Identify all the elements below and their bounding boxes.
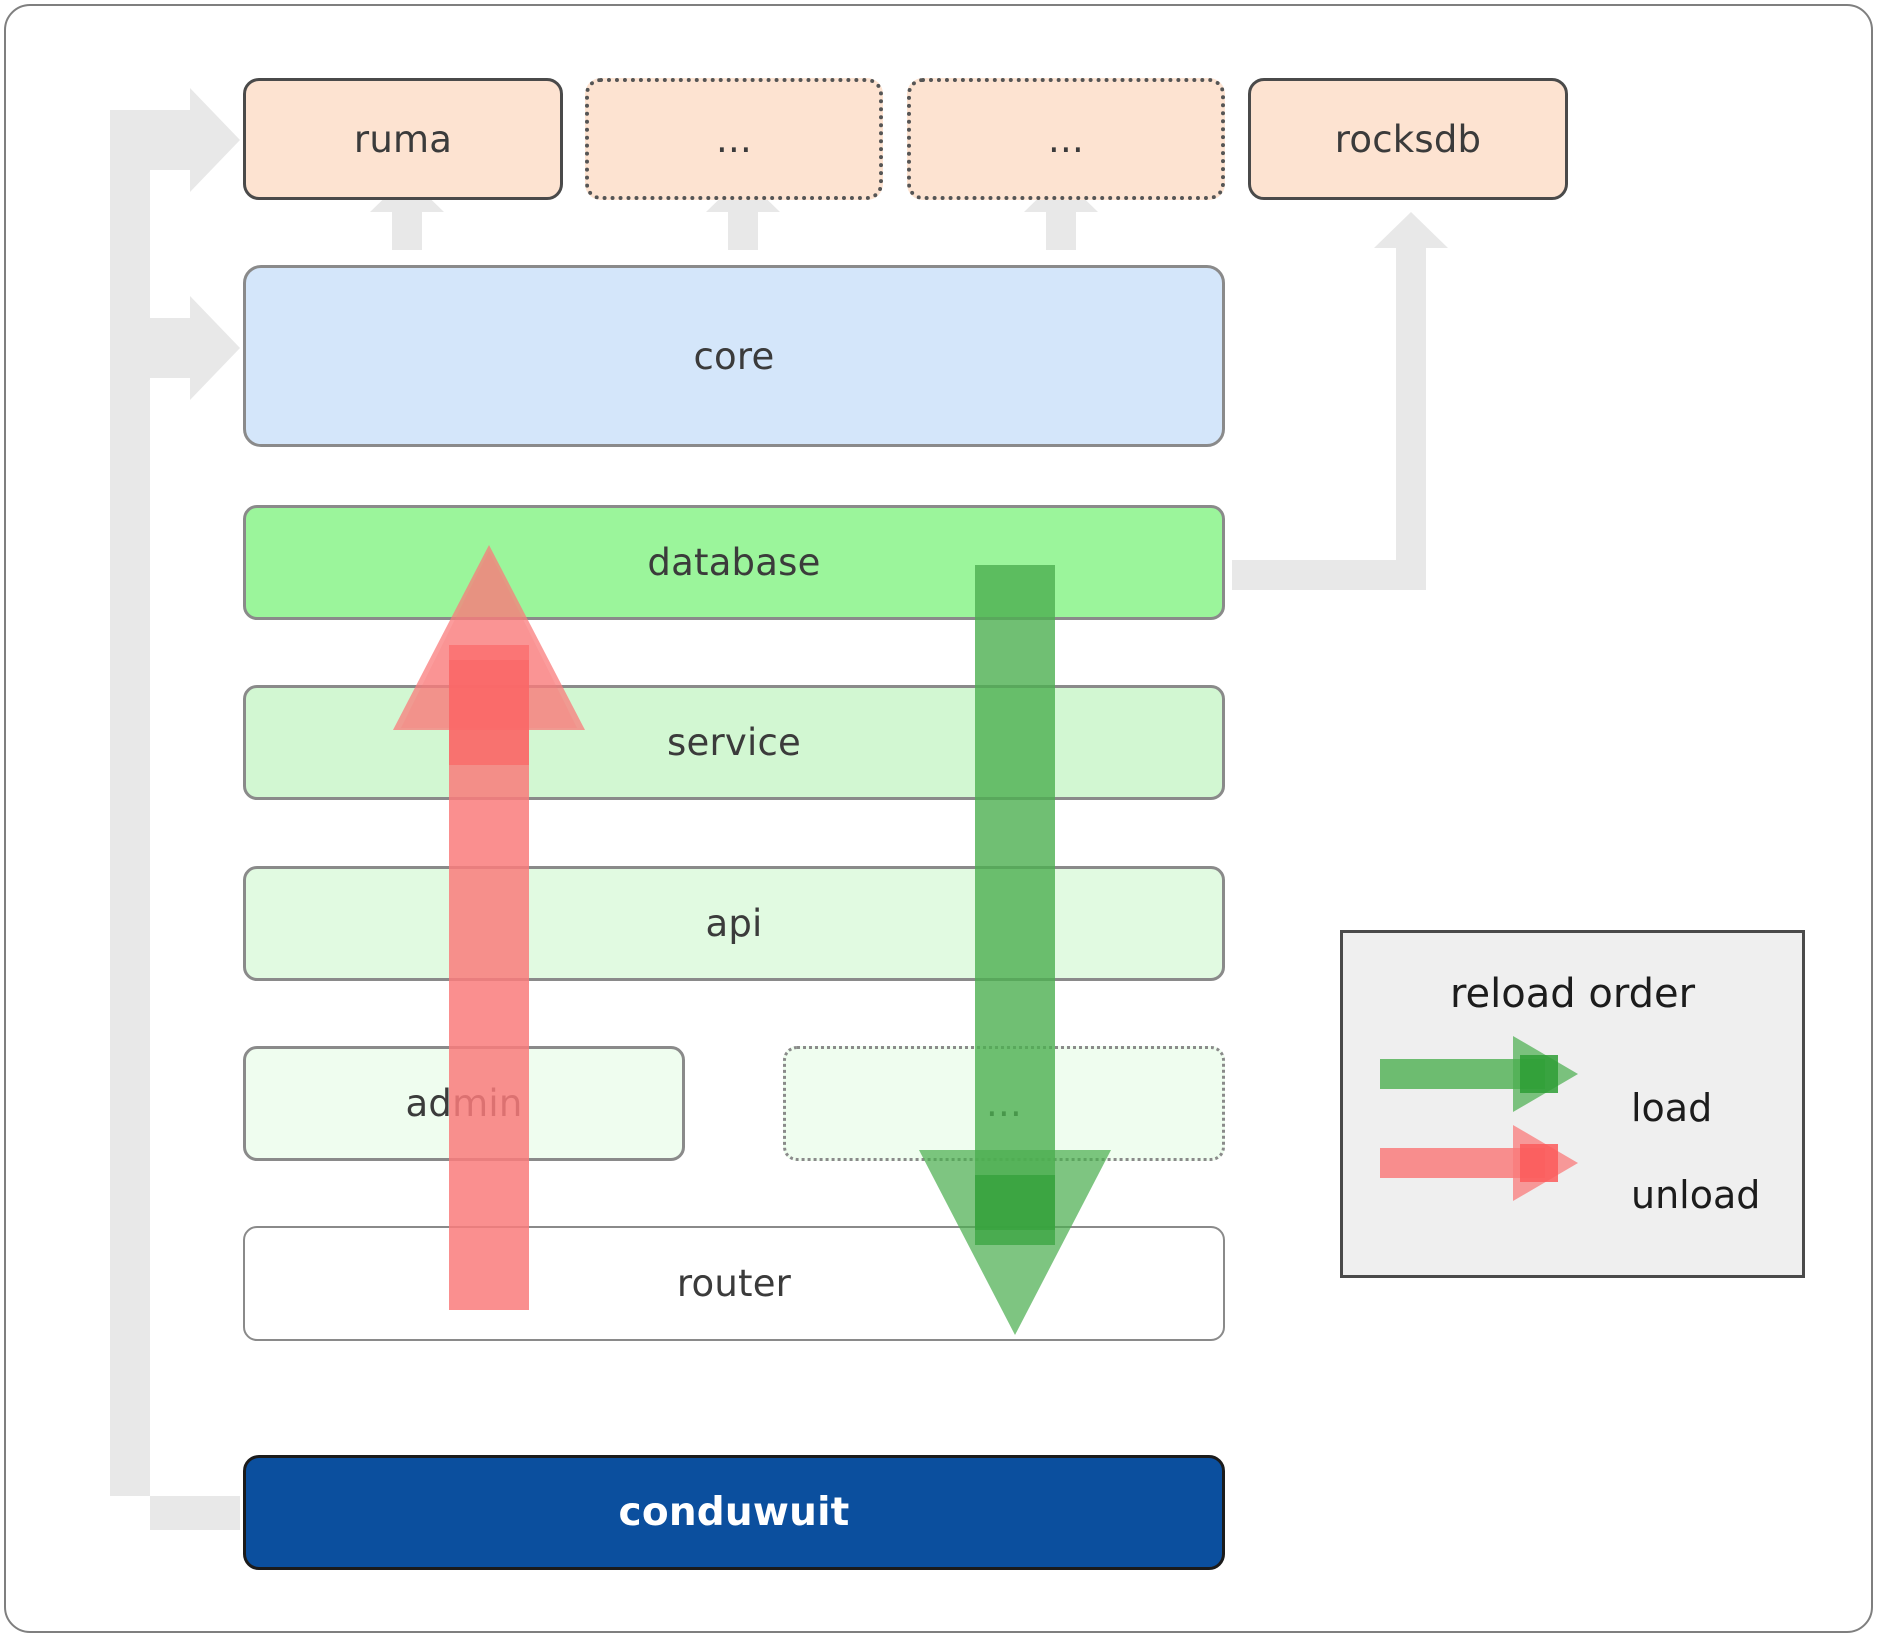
crate-node-api[interactable]: api [243,866,1225,981]
binary-node-conduwuit[interactable]: conduwuit [243,1455,1225,1570]
dependency-label: ... [716,117,752,161]
crate-node-database[interactable]: database [243,505,1225,620]
dependency-node-ruma[interactable]: ruma [243,78,563,200]
crate-label: admin [405,1082,523,1125]
dependency-label: rocksdb [1334,117,1482,161]
crate-label: ... [986,1082,1022,1125]
crate-label: database [647,541,821,584]
dependency-label: ruma [353,117,453,161]
dependency-node-2[interactable]: ... [585,78,883,200]
dependency-node-3[interactable]: ... [907,78,1225,200]
legend-label-load: load [1631,1086,1713,1130]
crate-node-admin[interactable]: admin [243,1046,685,1161]
legend-panel: reload order load unload [1340,930,1805,1278]
crate-label: api [705,902,763,945]
core-node[interactable]: core [243,265,1225,447]
diagram-frame [4,4,1873,1633]
core-label: core [693,334,775,378]
legend-label-unload: unload [1631,1173,1761,1217]
crate-label: service [667,721,801,764]
crate-node-router[interactable]: router [243,1226,1225,1341]
dependency-node-rocksdb[interactable]: rocksdb [1248,78,1568,200]
dependency-label: ... [1048,117,1084,161]
crate-node-dots[interactable]: ... [783,1046,1225,1161]
legend-title: reload order [1449,971,1696,1017]
binary-label: conduwuit [618,1490,850,1535]
crate-label: router [676,1262,792,1305]
crate-node-service[interactable]: service [243,685,1225,800]
